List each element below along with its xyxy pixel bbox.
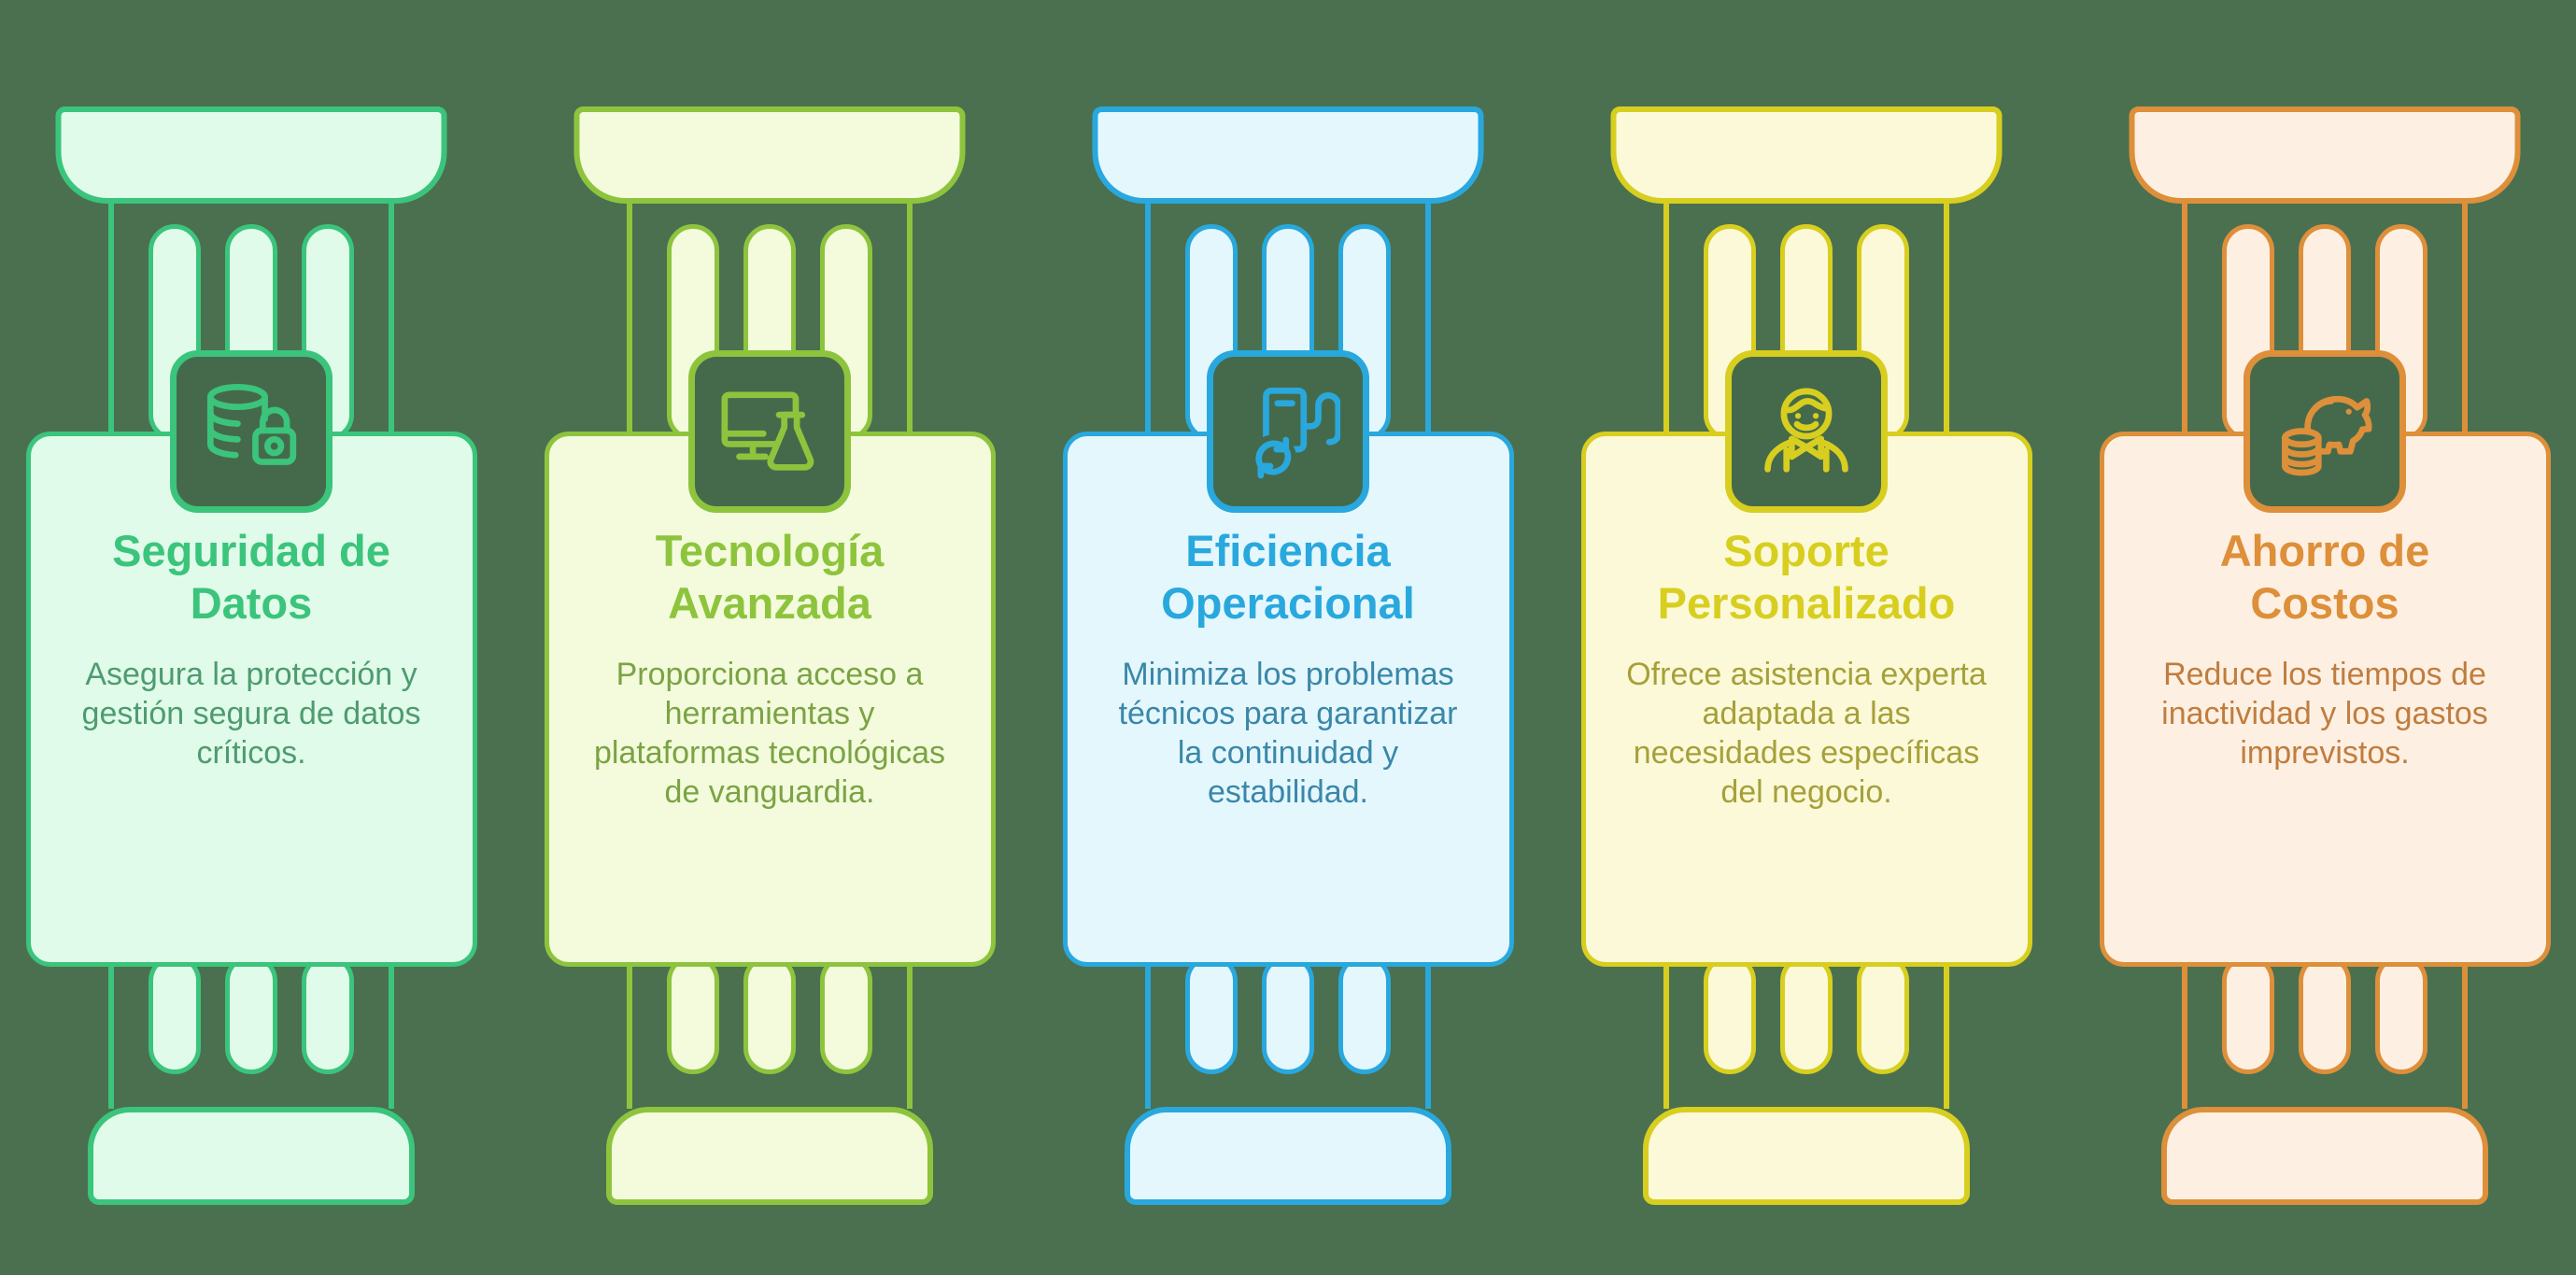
benefit-title-line1: Eficiencia [1185,526,1391,575]
column-base [88,1107,415,1205]
column-flute [149,955,201,1074]
benefit-title-line1: Tecnología [655,526,885,575]
column-flute [820,955,872,1074]
benefit-title: Soporte Personalizado [1621,525,1992,630]
column-capital [573,106,966,204]
benefit-title-line2: Personalizado [1657,578,1956,629]
benefit-title: Seguridad de Datos [66,525,437,630]
icon-tile [688,350,851,513]
column-edge-line [1425,967,1431,1109]
column-flute [1780,955,1833,1074]
column-edge-line [2462,967,2468,1109]
benefit-card: Tecnología Avanzada Proporciona acceso a… [544,432,996,967]
monitor-flask-icon [721,391,814,471]
benefit-description: Reduce los tiempos de inactividad y los … [2161,656,2488,772]
benefit-title-line2: Datos [190,578,313,629]
icon-tile [2243,350,2406,513]
icon-tile [170,350,333,513]
column-edge-line [1425,198,1431,433]
column-capital [1610,106,2003,204]
column-edge-line [1944,198,1949,433]
benefit-description: Ofrece asistencia experta adaptada a las… [1626,656,1987,811]
column-edge-line [1663,967,1669,1109]
benefit-title: Tecnología Avanzada [585,525,955,630]
benefit-description: Proporciona acceso a herramientas y plat… [593,656,946,811]
benefit-title-line1: Seguridad de [112,526,390,575]
column-edge-line [108,967,114,1109]
piggy-bank-coins-icon [2282,395,2372,476]
column-edge-line [2182,967,2187,1109]
benefit-description: Minimiza los problemas técnicos para gar… [1118,656,1458,811]
column-flute [1704,955,1756,1074]
benefit-description: Asegura la protección y gestión segura d… [81,656,421,772]
column-flute [2375,955,2427,1074]
pillar-ahorro-de-costos: Ahorro de Costos Reduce los tiempos de i… [2099,0,2551,1275]
column-flute [302,955,354,1074]
column-flute [225,955,277,1074]
column-edge-line [389,967,394,1109]
benefit-title: Eficiencia Operacional [1103,525,1474,630]
column-flute [1185,955,1238,1074]
benefit-title-line2: Costos [2250,578,2399,629]
column-edge-line [907,967,913,1109]
column-flute [2222,955,2274,1074]
column-flute [1338,955,1391,1074]
column-base [1643,1107,1970,1205]
column-edge-line [1145,198,1151,433]
column-flute [1857,955,1909,1074]
benefit-title-line2: Operacional [1161,578,1415,629]
column-edge-line [1145,967,1151,1109]
benefit-card: Eficiencia Operacional Minimiza los prob… [1062,432,1514,967]
column-capital [2129,106,2521,204]
column-base [2161,1107,2488,1205]
column-base [1125,1107,1451,1205]
column-edge-line [907,198,913,433]
column-edge-line [2182,198,2187,433]
column-edge-line [108,198,114,433]
support-person-icon [1764,388,1848,473]
column-base [606,1107,933,1205]
column-edge-line [1663,198,1669,433]
column-edge-line [1944,967,1949,1109]
column-flute [667,955,719,1074]
pillar-seguridad-de-datos: Seguridad de Datos Asegura la protección… [25,0,477,1275]
column-flute [1262,955,1314,1074]
icon-tile [1207,350,1369,513]
pillar-soporte-personalizado: Soporte Personalizado Ofrece asistencia … [1580,0,2032,1275]
pillar-tecnologia-avanzada: Tecnología Avanzada Proporciona acceso a… [544,0,996,1275]
column-capital [1092,106,1484,204]
benefit-card: Seguridad de Datos Asegura la protección… [25,432,477,967]
column-edge-line [389,198,394,433]
column-edge-line [627,967,632,1109]
icon-tile [1725,350,1888,513]
benefit-card: Ahorro de Costos Reduce los tiempos de i… [2099,432,2551,967]
column-capital [55,106,447,204]
benefit-title: Ahorro de Costos [2140,525,2511,630]
database-lock-icon [206,384,297,465]
fuel-pump-refresh-icon [1250,387,1340,481]
benefit-title-line1: Soporte [1723,526,1890,575]
benefit-title-line1: Ahorro de [2219,526,2430,575]
column-edge-line [627,198,632,433]
benefit-card: Soporte Personalizado Ofrece asistencia … [1580,432,2032,967]
column-flute [743,955,796,1074]
pillar-eficiencia-operacional: Eficiencia Operacional Minimiza los prob… [1062,0,1514,1275]
column-flute [2299,955,2351,1074]
column-edge-line [2462,198,2468,433]
benefit-title-line2: Avanzada [668,578,871,629]
